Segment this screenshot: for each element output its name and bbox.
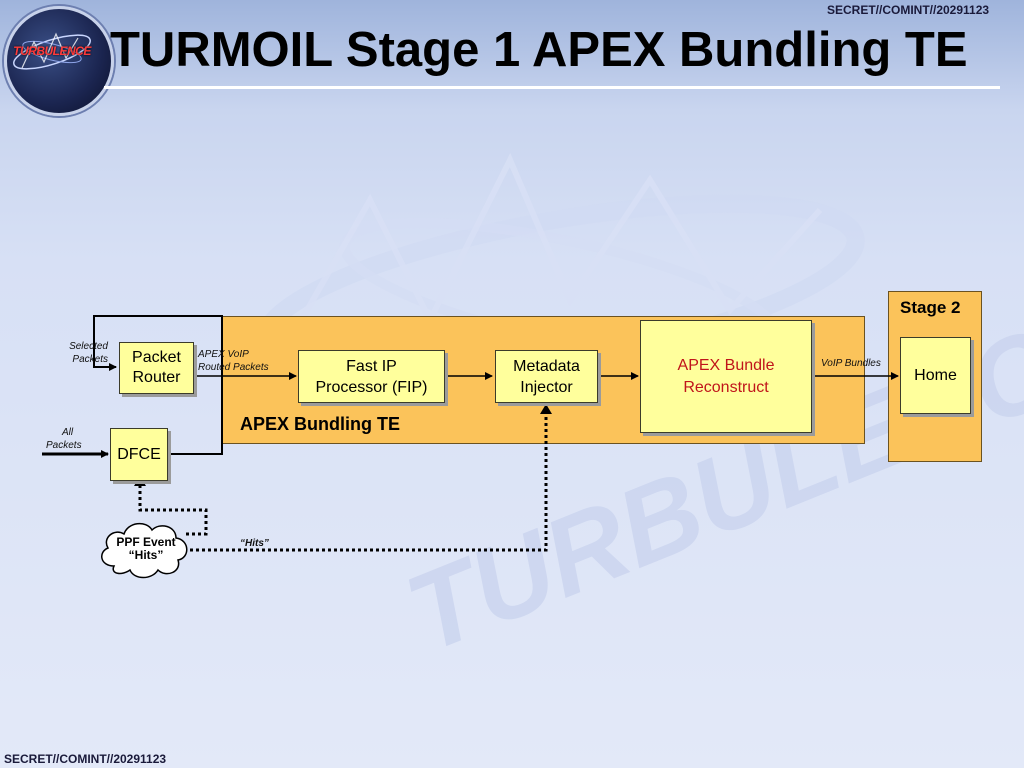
classification-top: SECRET//COMINT//20291123 (827, 3, 990, 17)
stage2-label: Stage 2 (900, 298, 961, 317)
logo-swirl-icon (13, 32, 91, 70)
hits-to-dfce-connector (138, 482, 208, 536)
logo-text: TURBULENCE (13, 44, 91, 58)
apex-bundle-reconstruct-box: APEX Bundle Reconstruct (640, 320, 812, 433)
turbulence-logo (4, 6, 114, 116)
home-box: Home (900, 337, 971, 414)
classification-bottom: SECRET//COMINT//20291123 (4, 752, 167, 766)
page-title: TURMOIL Stage 1 APEX Bundling TE (110, 23, 968, 77)
ppf-event-cloud-label: PPF Event “Hits” (116, 535, 176, 562)
hits-to-metadata-connector (190, 410, 548, 552)
metadata-injector-box: Metadata Injector (495, 350, 598, 403)
te-region-label: APEX Bundling TE (240, 414, 400, 434)
loop-connector (93, 315, 223, 455)
packet-router-box: Packet Router (119, 342, 194, 394)
hits-edge-label: “Hits” (240, 538, 269, 549)
dfce-box: DFCE (110, 428, 168, 481)
apex-voip-edge-label: APEX VoIP Routed Packets (198, 349, 269, 373)
fip-box: Fast IP Processor (FIP) (298, 350, 445, 403)
selected-packets-label: Selected Packets (69, 341, 108, 365)
all-packets-label: All Packets (46, 427, 82, 451)
voip-bundles-edge-label: VoIP Bundles (821, 358, 881, 369)
ppf-event-cloud-icon (101, 522, 188, 579)
title-underline (104, 86, 1000, 89)
